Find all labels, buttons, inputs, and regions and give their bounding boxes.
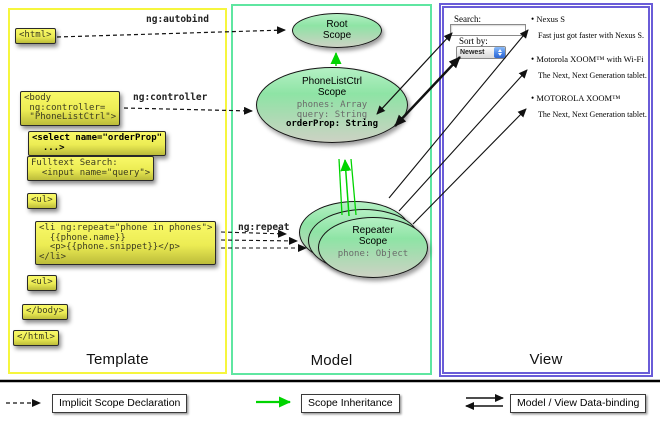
code-select-orderprop: <select name="orderProp" ...> (28, 131, 167, 156)
code-ul-close: <ul> (27, 275, 57, 291)
code-body-open: <body ng:controller= "PhoneListCtrl"> (20, 91, 121, 126)
select-stepper-icon (494, 47, 505, 58)
legend-scope-inheritance: Scope Inheritance (301, 394, 400, 413)
code-body-close: </body> (22, 304, 68, 320)
phonelistctrl-prop-phones: phones: Array (296, 100, 368, 110)
view-list-item: MOTOROLA XOOM™ The Next, Next Generation… (531, 93, 647, 119)
code-html-open: <html> (15, 28, 56, 44)
search-label: Search: (454, 14, 481, 24)
code-li-repeat: <li ng:repeat="phone in phones"> {{phone… (35, 221, 217, 265)
repeater-scope-ellipse: Repeater Scope phone: Object (318, 217, 428, 278)
repeater-prop-phone: phone: Object (337, 249, 409, 259)
repeater-scope-title: Repeater Scope (352, 225, 394, 247)
label-ng-repeat: ng:repeat (238, 222, 290, 233)
phone-snippet: The Next, Next Generation tablet. (538, 110, 647, 119)
phonelistctrl-prop-query: query: String (296, 109, 368, 120)
phonelistctrl-scope-ellipse: PhoneListCtrl Scope phones: Array query:… (256, 67, 408, 143)
phone-snippet: Fast just got faster with Nexus S. (538, 31, 644, 40)
phonelistctrl-scope-title: PhoneListCtrl Scope (301, 76, 363, 98)
label-ng-controller: ng:controller (133, 92, 208, 103)
model-panel: Model (231, 4, 432, 375)
phone-snippet: The Next, Next Generation tablet. (538, 71, 647, 80)
code-ul-open: <ul> (27, 193, 57, 209)
legend-model-view-data-binding: Model / View Data-binding (510, 394, 647, 413)
root-scope-title: Root Scope (322, 19, 352, 41)
view-list-item: Motorola XOOM™ with Wi-Fi The Next, Next… (531, 54, 647, 80)
sort-select[interactable]: Newest (456, 46, 506, 59)
template-panel-label: Template (86, 351, 149, 368)
view-panel-label: View (529, 351, 563, 368)
phone-title: Motorola XOOM™ with Wi-Fi (531, 54, 647, 64)
view-list-item: Nexus S Fast just got faster with Nexus … (531, 14, 644, 40)
code-fulltext-search: Fulltext Search: <input name="query"> (27, 156, 155, 181)
model-panel-label: Model (310, 352, 353, 369)
search-input[interactable] (450, 24, 526, 36)
label-ng-autobind: ng:autobind (146, 14, 209, 25)
phonelistctrl-prop-orderprop: orderProp: String (285, 119, 379, 129)
phone-title: MOTOROLA XOOM™ (531, 93, 647, 103)
sort-select-value: Newest (460, 49, 485, 56)
root-scope-ellipse: Root Scope (292, 13, 382, 48)
code-html-close: </html> (13, 330, 59, 346)
legend-implicit-scope-declaration: Implicit Scope Declaration (52, 394, 188, 413)
sort-by-label: Sort by: (459, 36, 488, 46)
phone-title: Nexus S (531, 14, 644, 24)
